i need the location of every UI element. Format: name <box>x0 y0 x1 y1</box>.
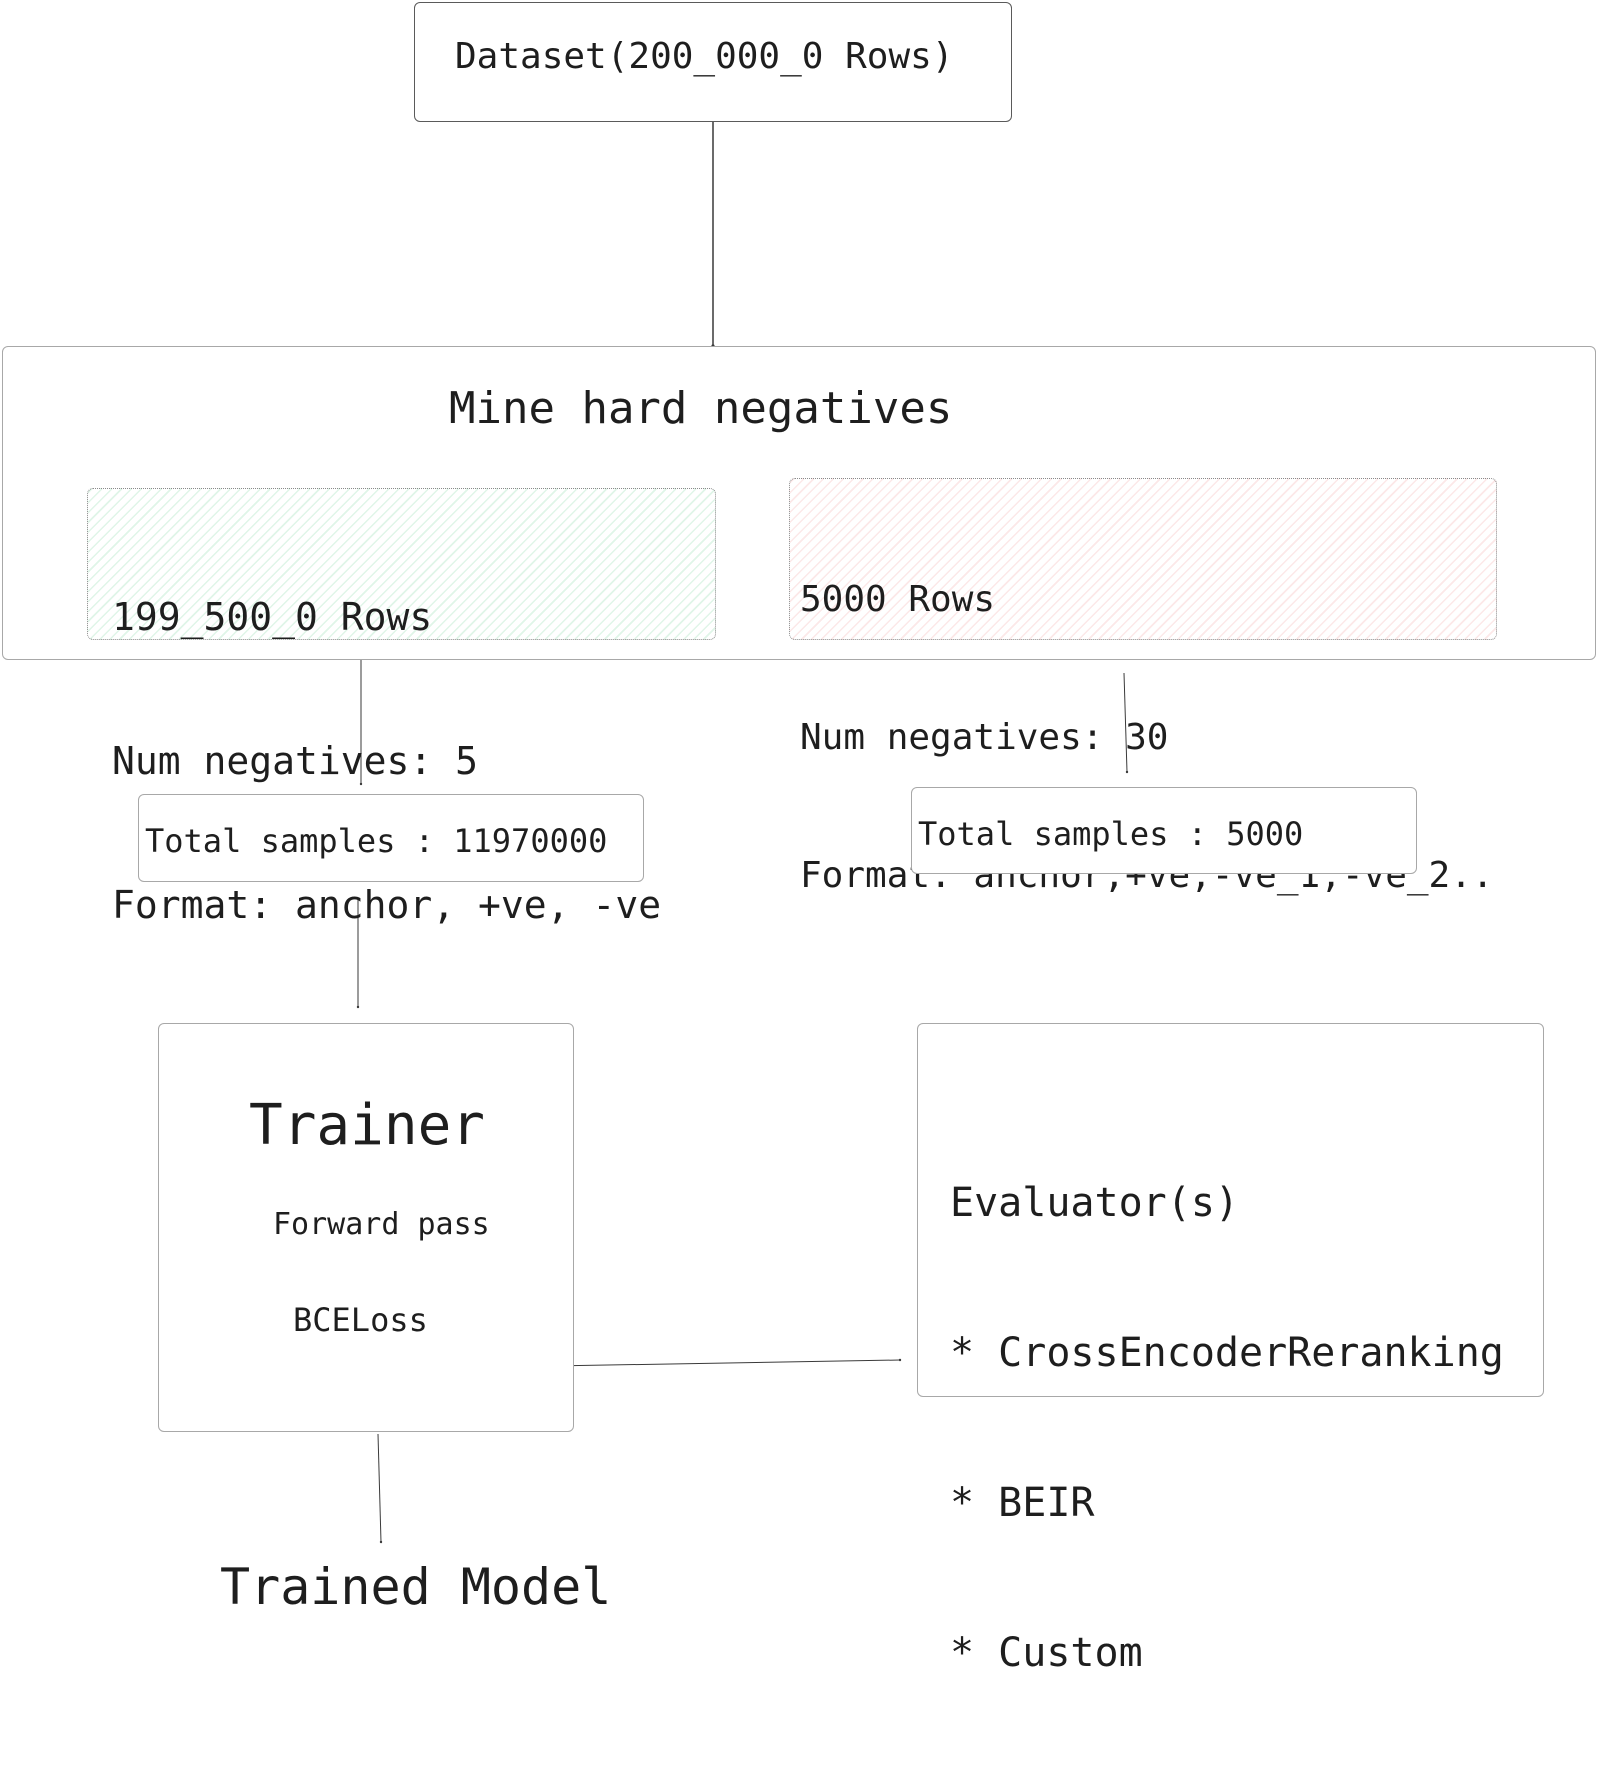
train-split-format: Format: anchor, +ve, -ve <box>112 883 662 927</box>
dataset-node: Dataset(200_000_0 Rows) <box>414 2 1012 122</box>
evaluator-node: Evaluator(s) * CrossEncoderReranking * B… <box>917 1023 1544 1676</box>
evaluator-item-crossencoder: * CrossEncoderReranking <box>950 1330 1504 1376</box>
eval-samples-node: Total samples : 5000 <box>911 787 1417 874</box>
train-split-negatives: Num negatives: 5 <box>112 739 479 783</box>
eval-split-text: 5000 Rows Num negatives: 30 Format: anch… <box>800 485 1494 991</box>
dataset-label: Dataset(200_000_0 Rows) <box>455 36 954 77</box>
trainer-step-forward: Forward pass <box>273 1207 490 1242</box>
evaluator-item-custom: * Custom <box>950 1630 1143 1676</box>
trainer-title: Trainer <box>249 1093 486 1158</box>
eval-split-negatives: Num negatives: 30 <box>800 717 1169 758</box>
arrowhead-output <box>379 1540 383 1544</box>
eval-samples-label: Total samples : 5000 <box>918 815 1304 853</box>
arrowhead-train-samples <box>359 782 363 786</box>
trainer-step-loss: BCELoss <box>293 1301 428 1339</box>
train-split-node: 199_500_0 Rows Num negatives: 5 Format: … <box>87 488 716 927</box>
arrow-trainer-to-output <box>377 1433 382 1543</box>
arrowhead-evaluator <box>898 1358 902 1362</box>
trained-model-label: Trained Model <box>220 1558 612 1616</box>
evaluator-title: Evaluator(s) <box>950 1180 1239 1226</box>
train-split-rows: 199_500_0 Rows <box>112 595 433 639</box>
arrowhead-trainer <box>356 1005 360 1009</box>
train-samples-label: Total samples : 11970000 <box>145 822 608 860</box>
train-samples-node: Total samples : 11970000 <box>138 794 644 882</box>
mine-hard-negatives-node: Mine hard negatives <box>2 346 1596 660</box>
arrow-eval-split-to-samples <box>1123 672 1128 773</box>
eval-split-node: 5000 Rows Num negatives: 30 Format: anch… <box>789 478 1497 896</box>
arrowhead-eval-samples <box>1125 770 1129 774</box>
mine-title: Mine hard negatives <box>449 383 953 434</box>
evaluator-text: Evaluator(s) * CrossEncoderReranking * B… <box>950 1078 1504 1778</box>
evaluator-item-beir: * BEIR <box>950 1480 1095 1526</box>
train-split-text: 199_500_0 Rows Num negatives: 5 Format: … <box>112 497 661 1025</box>
eval-split-rows: 5000 Rows <box>800 579 996 620</box>
trainer-node: Trainer Forward pass BCELoss <box>158 1023 574 1432</box>
